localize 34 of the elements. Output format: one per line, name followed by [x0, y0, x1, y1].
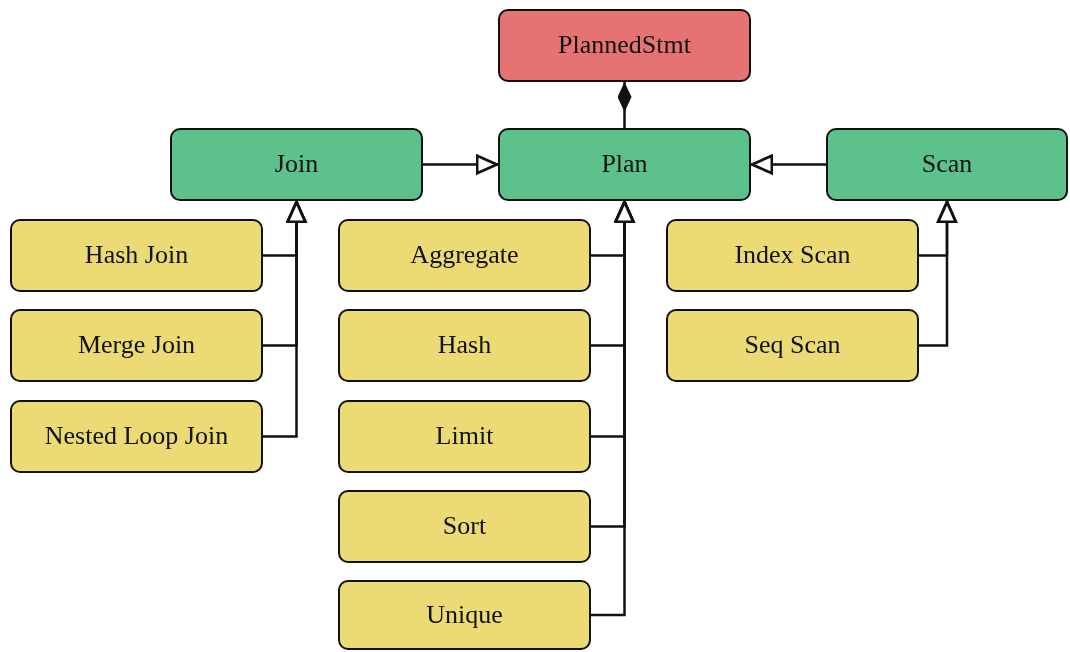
inheritance-arrow: [591, 200, 635, 617]
class-name: Hash: [437, 331, 492, 360]
inheritance-arrow: [750, 154, 826, 175]
class-box: [10, 400, 263, 473]
class-name: Hash Join: [84, 241, 189, 270]
class-box: [338, 219, 591, 292]
inheritance-arrow: [263, 200, 307, 438]
class-box: [498, 9, 751, 82]
inheritance-arrow: [919, 200, 958, 347]
class-box: [338, 400, 591, 473]
class-name: Limit: [435, 422, 494, 451]
class-name: PlannedStmt: [558, 31, 691, 60]
class-name: Unique: [426, 600, 503, 630]
class-box: [10, 309, 263, 382]
class-box: [10, 219, 263, 292]
inheritance-arrow: [423, 154, 499, 175]
class-name: Plan: [601, 150, 648, 179]
class-name: Scan: [921, 150, 973, 179]
class-name: Nested Loop Join: [44, 422, 229, 451]
class-box: [666, 309, 919, 382]
composition-line: [617, 82, 632, 128]
class-box: [338, 490, 591, 563]
class-box: [338, 309, 591, 382]
class-name: Aggregate: [410, 241, 519, 270]
class-name: Seq Scan: [744, 331, 841, 360]
class-name: Sort: [442, 512, 487, 541]
class-name: Merge Join: [77, 331, 196, 360]
class-box: [170, 128, 423, 201]
class-box: [338, 580, 591, 650]
class-name: Index Scan: [734, 241, 851, 270]
class-box: [498, 128, 751, 201]
class-box: [826, 128, 1068, 201]
class-name: Join: [274, 150, 319, 179]
class-box: [666, 219, 919, 292]
